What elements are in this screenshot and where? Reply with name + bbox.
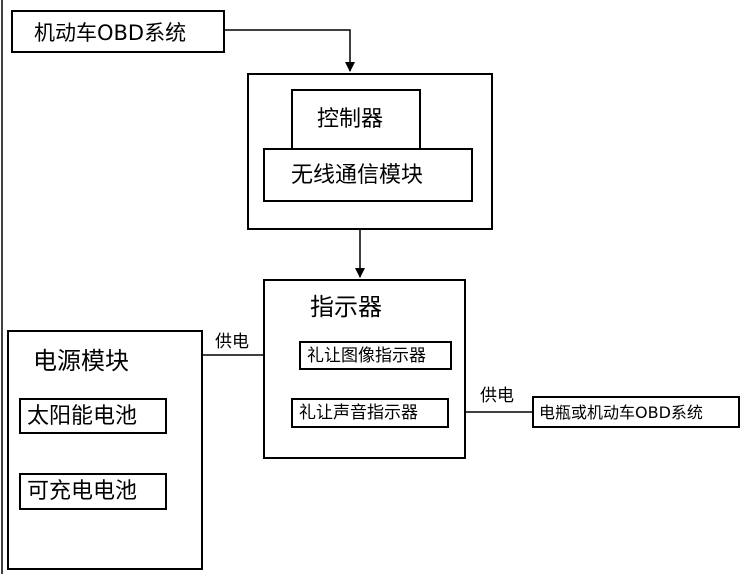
external-power-box: 电瓶或机动车OBD系统: [532, 396, 740, 428]
rechargeable-battery-box: 可充电电池: [19, 473, 167, 510]
sound-indicator-label: 礼让声音指示器: [299, 403, 418, 423]
obd-to-controller-arrow: [225, 29, 355, 72]
obd-system-box: 机动车OBD系统: [11, 10, 225, 53]
controller-label: 控制器: [317, 107, 384, 132]
obd-system-label: 机动车OBD系统: [34, 21, 187, 45]
supply-label-left: 供电: [215, 332, 249, 352]
image-indicator-label: 礼让图像指示器: [307, 346, 426, 366]
supply-label-right: 供电: [480, 386, 514, 406]
power-module-box: 电源模块: [7, 330, 203, 570]
sound-indicator-box: 礼让声音指示器: [291, 398, 449, 428]
wireless-module-box: 无线通信模块: [263, 148, 473, 202]
external-power-label: 电瓶或机动车OBD系统: [539, 403, 703, 422]
controller-box: 控制器: [291, 89, 421, 150]
image-indicator-box: 礼让图像指示器: [299, 341, 452, 370]
indicator-title: 指示器: [310, 293, 382, 321]
rechargeable-battery-label: 可充电电池: [27, 479, 138, 504]
solar-battery-box: 太阳能电池: [19, 398, 167, 434]
power-module-title: 电源模块: [33, 347, 129, 375]
solar-battery-label: 太阳能电池: [27, 404, 138, 429]
wireless-module-label: 无线通信模块: [291, 163, 424, 188]
